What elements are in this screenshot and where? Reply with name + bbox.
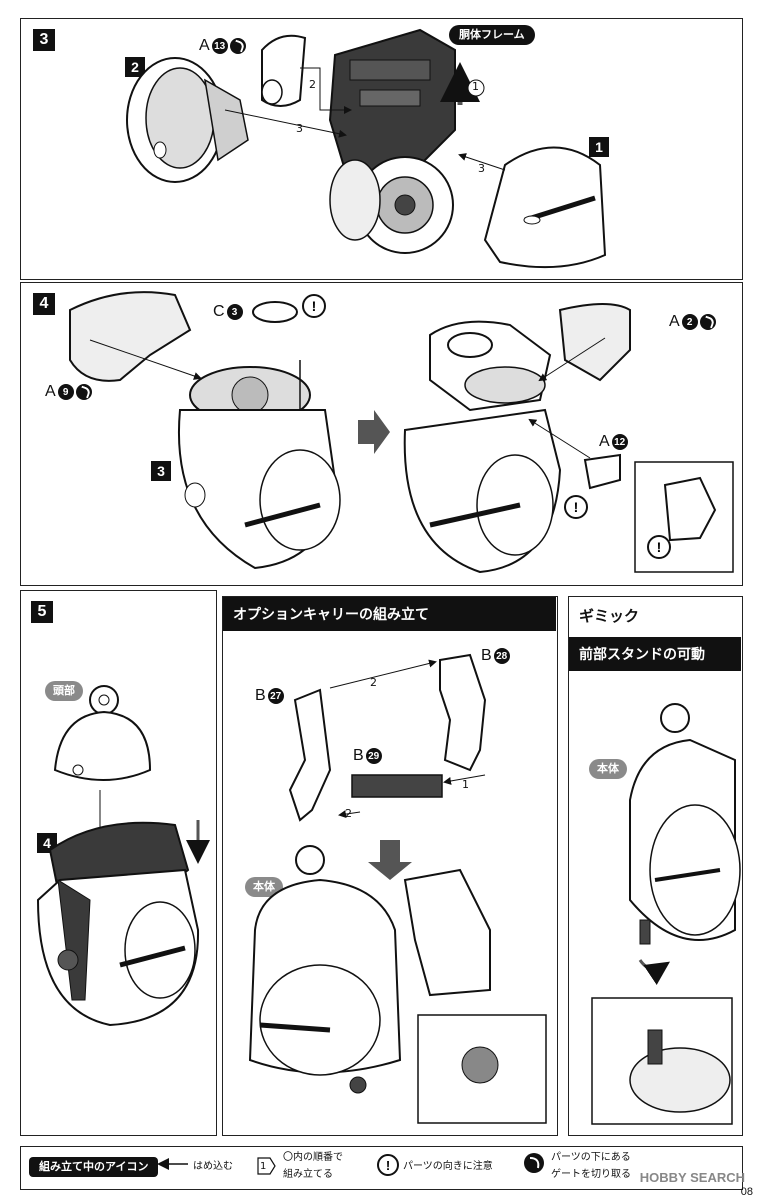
- part-c3-number: 3: [226, 304, 243, 320]
- part-a12-label: A 12: [599, 433, 628, 451]
- part-a13-piece: [261, 34, 307, 107]
- step5-body: [36, 821, 200, 1027]
- part2-dome: [126, 57, 249, 183]
- part-a12-letter: A: [599, 433, 610, 450]
- legend-insert-text: はめ込む: [193, 1161, 233, 1172]
- svg-text:!: !: [386, 1158, 390, 1173]
- gate-cut-icon: [75, 384, 92, 400]
- svg-text:!: !: [657, 539, 662, 555]
- caution-icon: !: [302, 294, 326, 318]
- part1-shell: [483, 146, 607, 269]
- torso-frame-label: 胴体フレーム: [449, 25, 535, 45]
- gimmick-body-label: 本体: [589, 759, 627, 779]
- step4-left-robot: [69, 291, 341, 570]
- part-b27-label: B 27: [255, 687, 284, 705]
- step3-order-3b: 3: [478, 162, 485, 175]
- part-a13-letter: A: [199, 37, 210, 54]
- torso-frame: [328, 28, 456, 254]
- svg-text:!: !: [574, 499, 579, 515]
- legend-gate-line2: ゲートを切り取る: [551, 1169, 631, 1180]
- legend-order-line2: 組み立てる: [283, 1169, 333, 1180]
- option-carry-body: [248, 845, 547, 1124]
- part-a2-letter: A: [669, 313, 680, 330]
- option-order-2a: 2: [370, 676, 377, 689]
- part-b28-number: 28: [493, 648, 510, 664]
- gimmick-illustration: [591, 703, 741, 1125]
- part-a9-letter: A: [45, 383, 56, 400]
- page-number: 08: [740, 1186, 753, 1198]
- caution-icon: !: [564, 495, 588, 519]
- part-b28-letter: B: [481, 647, 492, 664]
- option-order-1: 1: [462, 778, 469, 791]
- caution-icon: !: [647, 535, 671, 559]
- icon-legend: 組み立て中のアイコン はめ込む 1 〇内の順番で 組み立てる パーツの向きに注意…: [20, 1146, 743, 1190]
- step3-order-3a: 3: [296, 122, 303, 135]
- step3-number: 3: [33, 29, 55, 51]
- gimmick-title: ギミック: [579, 607, 640, 625]
- legend-icons: !: [157, 1153, 544, 1176]
- part-a13-number: 13: [211, 38, 228, 54]
- option-carry-illustration: [248, 653, 547, 1124]
- part-b27-frame: [288, 688, 332, 822]
- part-ref-3: 3: [151, 461, 171, 481]
- part-b29-label: B 29: [353, 747, 382, 765]
- gate-cut-icon: [524, 1153, 544, 1173]
- part-b27-letter: B: [255, 687, 266, 704]
- head-label: 頭部: [45, 681, 83, 701]
- part-ref-1: 1: [589, 137, 609, 157]
- part-a2-label: A 2: [669, 313, 716, 331]
- part-a2-number: 2: [681, 314, 698, 330]
- gimmick-subtitle: 前部スタンドの可動: [569, 637, 741, 671]
- part-b28-frame: [439, 653, 487, 772]
- legend-order-number: 1: [260, 1161, 267, 1172]
- legend-order-line1: 〇内の順番で: [283, 1152, 343, 1163]
- part-b29-number: 29: [365, 748, 382, 764]
- progress-arrow: [358, 410, 390, 454]
- part-b29-plate: [351, 774, 443, 798]
- svg-text:!: !: [312, 298, 317, 314]
- step3-order-1: 1: [472, 80, 479, 93]
- head-part: [53, 685, 152, 781]
- legend-caution-text: パーツの向きに注意: [403, 1161, 493, 1172]
- step4-illustration: ! ! !: [69, 291, 734, 574]
- part-ref-2: 2: [125, 57, 145, 77]
- part-a9-label: A 9: [45, 383, 92, 401]
- option-carry-title: オプションキャリーの組み立て: [223, 597, 556, 631]
- part-a9-number: 9: [57, 384, 74, 400]
- step5-illustration: [36, 685, 210, 1027]
- step3-illustration: [126, 28, 607, 269]
- part-b29-letter: B: [353, 747, 364, 764]
- part-b28-label: B 28: [481, 647, 510, 665]
- watermark: HOBBY SEARCH: [639, 1170, 745, 1185]
- gate-cut-icon: [699, 314, 716, 330]
- step4-right-robot: [403, 303, 734, 574]
- order-number-icon: [257, 1157, 276, 1175]
- legend-gate-line1: パーツの下にある: [551, 1152, 631, 1163]
- step3-order-2: 2: [309, 78, 316, 91]
- option-body-label: 本体: [245, 877, 283, 897]
- legend-label: 組み立て中のアイコン: [29, 1157, 159, 1177]
- option-order-2b: 2: [345, 807, 352, 820]
- gate-cut-icon: [229, 38, 246, 54]
- caution-icon: !: [377, 1154, 399, 1176]
- step5-number: 5: [31, 601, 53, 623]
- step4-number: 4: [33, 293, 55, 315]
- part-b27-number: 27: [267, 688, 284, 704]
- part-a13-label: A 13: [199, 37, 246, 55]
- part-c3-letter: C: [213, 303, 225, 320]
- part-a12-number: 12: [611, 434, 628, 450]
- part-c3-label: C 3: [213, 303, 243, 321]
